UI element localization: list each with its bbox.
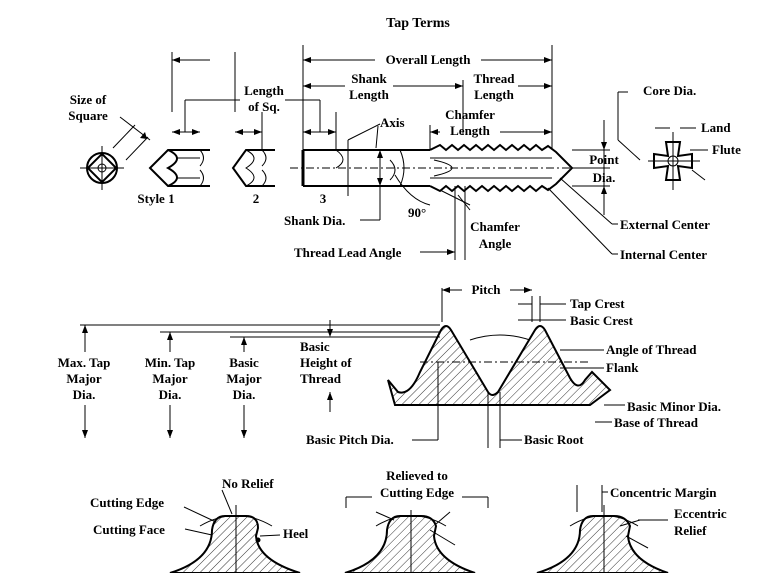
diagram-title: Tap Terms [386, 16, 450, 31]
size-of-square-label-2: Square [68, 108, 108, 123]
shank-length-label-1: Shank [351, 71, 387, 86]
max-tap-major-dia-label-1: Max. Tap [58, 355, 111, 370]
relieved-to-cutting-edge-label-1: Relieved to [386, 468, 448, 483]
max-tap-major-dia-label-2: Major [66, 371, 102, 386]
axis-label: Axis [380, 115, 405, 130]
core-dia-label: Core Dia. [643, 83, 696, 98]
length-of-sq-label-2: of Sq. [248, 99, 280, 114]
cutting-face-label: Cutting Face [93, 522, 165, 537]
min-tap-major-dia-label-2: Major [152, 371, 188, 386]
concentric-margin-label: Concentric Margin [610, 485, 717, 500]
thread-lead-angle-label: Thread Lead Angle [294, 245, 402, 260]
min-tap-major-dia-label-3: Dia. [159, 387, 182, 402]
top-figure [80, 45, 708, 260]
max-tap-major-dia-label-3: Dia. [73, 387, 96, 402]
relieved-to-cutting-edge-label-2: Cutting Edge [380, 485, 454, 500]
angle-90-label: 90° [408, 205, 426, 220]
overall-length-label: Overall Length [386, 52, 472, 67]
basic-major-dia-label-1: Basic [229, 355, 259, 370]
middle-figure [80, 287, 625, 448]
chamfer-length-label-1: Chamfer [445, 107, 495, 122]
external-center-label: External Center [620, 217, 710, 232]
flute-label: Flute [712, 142, 741, 157]
thread-length-label-2: Length [474, 87, 515, 102]
land-label: Land [701, 120, 731, 135]
tap-crest-label: Tap Crest [570, 296, 625, 311]
basic-crest-label: Basic Crest [570, 313, 634, 328]
base-of-thread-label: Base of Thread [614, 415, 699, 430]
style-1-label: Style 1 [137, 191, 174, 206]
basic-root-label: Basic Root [524, 432, 584, 447]
basic-height-of-thread-label-3: Thread [300, 371, 342, 386]
size-of-square-label-1: Size of [70, 92, 107, 107]
chamfer-angle-label-2: Angle [479, 236, 512, 251]
chamfer-angle-label-1: Chamfer [470, 219, 520, 234]
length-of-sq-label-1: Length [244, 83, 285, 98]
cutting-edge-label: Cutting Edge [90, 495, 164, 510]
thread-length-label-1: Thread [474, 71, 516, 86]
eccentric-relief-label-1: Eccentric [674, 506, 727, 521]
basic-pitch-dia-label: Basic Pitch Dia. [306, 432, 394, 447]
angle-of-thread-label: Angle of Thread [606, 342, 697, 357]
min-tap-major-dia-label-1: Min. Tap [145, 355, 196, 370]
style-2-label: 2 [253, 191, 260, 206]
point-dia-label-1: Point [589, 152, 619, 167]
style-3-label: 3 [320, 191, 327, 206]
pitch-label: Pitch [472, 282, 502, 297]
no-relief-label: No Relief [222, 476, 274, 491]
basic-minor-dia-label: Basic Minor Dia. [627, 399, 721, 414]
basic-major-dia-label-2: Major [226, 371, 262, 386]
shank-dia-label: Shank Dia. [284, 213, 345, 228]
point-dia-label-2: Dia. [593, 170, 616, 185]
chamfer-length-label-2: Length [450, 123, 491, 138]
flank-label: Flank [606, 360, 639, 375]
shank-length-label-2: Length [349, 87, 390, 102]
basic-height-of-thread-label-2: Height of [300, 355, 352, 370]
bottom-figures [169, 485, 669, 573]
eccentric-relief-label-2: Relief [674, 523, 707, 538]
basic-major-dia-label-3: Dia. [233, 387, 256, 402]
internal-center-label: Internal Center [620, 247, 707, 262]
heel-label: Heel [283, 526, 309, 541]
basic-height-of-thread-label-1: Basic [300, 339, 330, 354]
